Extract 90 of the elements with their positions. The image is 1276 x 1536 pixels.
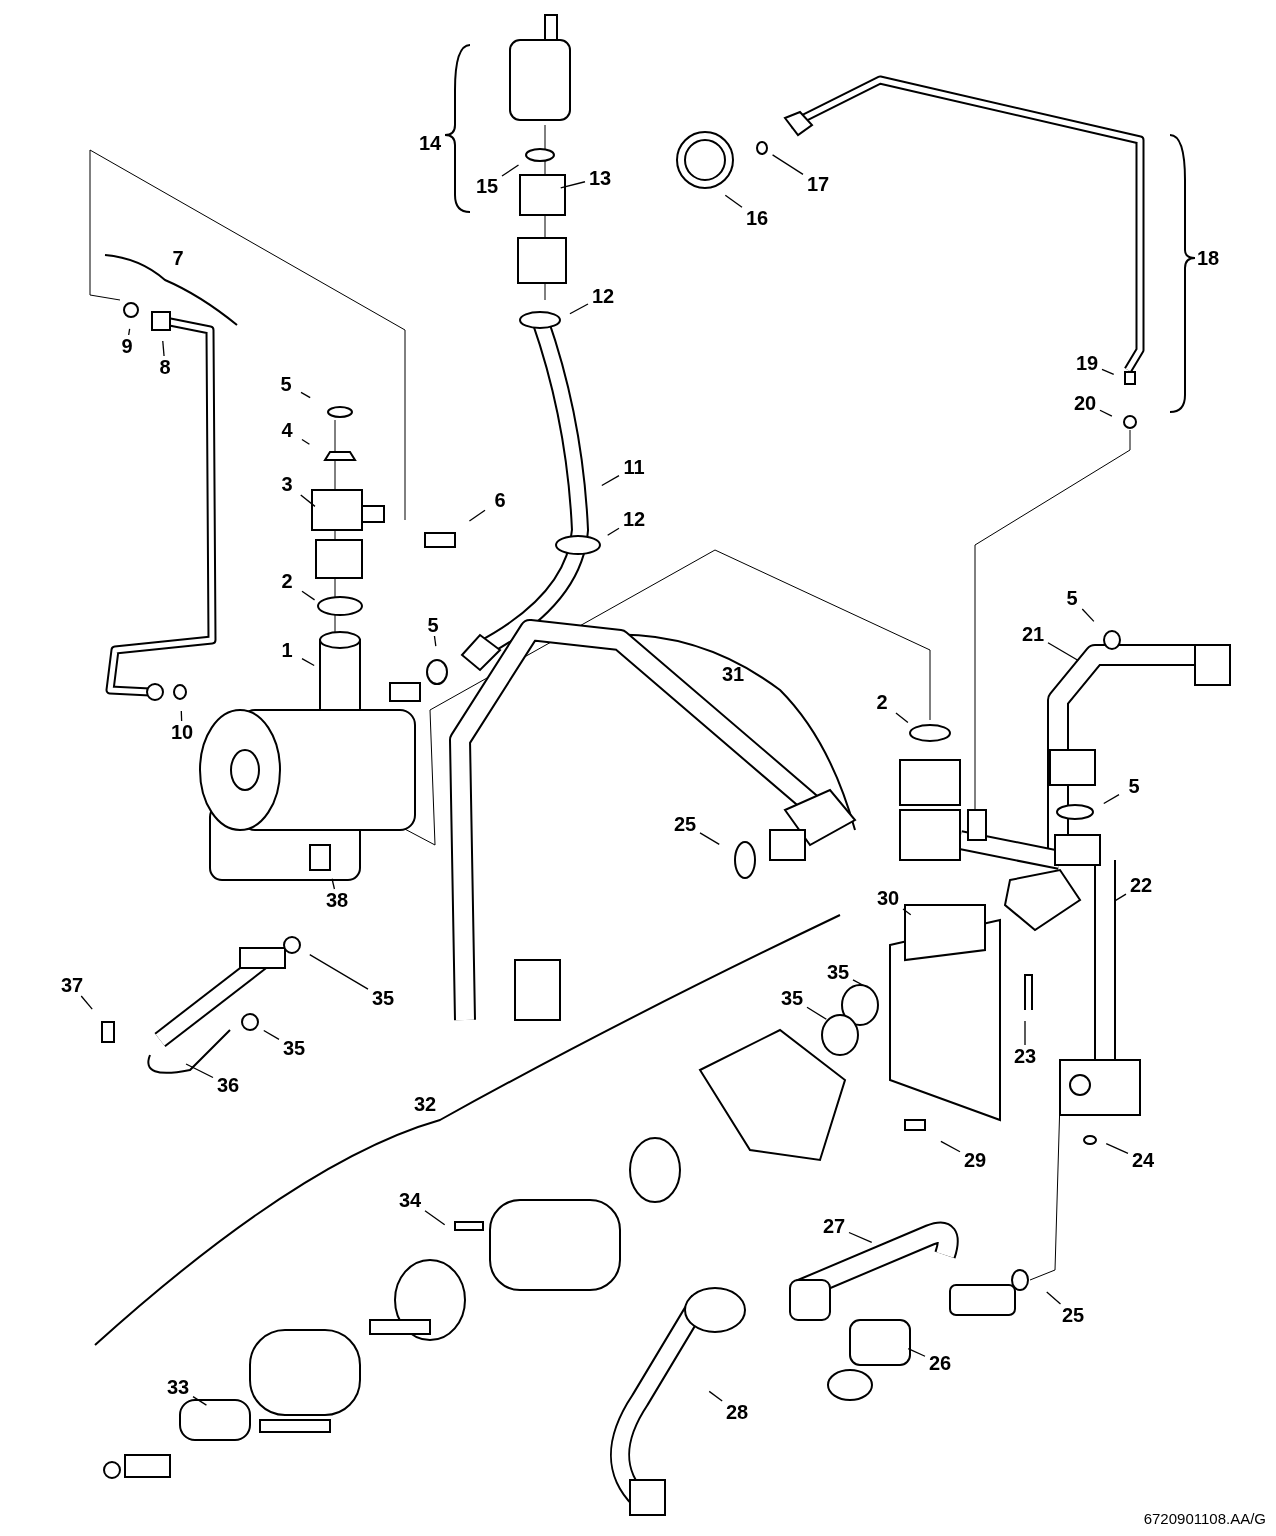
- leader-line: [1101, 368, 1115, 376]
- callout-number: 13: [585, 167, 615, 189]
- callout-number: 25: [1058, 1304, 1088, 1326]
- callout-number: 32: [412, 1093, 438, 1115]
- leader-line: [852, 979, 865, 987]
- callout-number: 5: [1057, 587, 1087, 609]
- callout-number: 18: [1195, 247, 1221, 269]
- leader-line: [560, 181, 586, 189]
- leader-line: [1047, 642, 1079, 662]
- leader-line: [180, 710, 183, 722]
- leader-line: [1081, 608, 1095, 623]
- callout-number: 14: [417, 132, 443, 154]
- callout-number: 29: [960, 1149, 990, 1171]
- leader-line: [300, 391, 311, 399]
- callout-number: 21: [1018, 623, 1048, 645]
- leader-line: [128, 328, 131, 336]
- callout-number: 2: [272, 570, 302, 592]
- leader-line: [80, 995, 93, 1010]
- callout-number: 5: [1119, 775, 1149, 797]
- leader-line: [1024, 1020, 1026, 1046]
- leader-line: [1099, 409, 1113, 417]
- leader-line: [468, 509, 486, 522]
- callout-number: 35: [368, 987, 398, 1009]
- callout-number: 23: [1010, 1045, 1040, 1067]
- callout-number: 1: [272, 639, 302, 661]
- callout-number: 12: [619, 508, 649, 530]
- callout-number: 35: [823, 961, 853, 983]
- leader-line: [331, 878, 336, 890]
- callout-number: 9: [112, 335, 142, 357]
- leader-line: [162, 340, 165, 357]
- callout-number: 22: [1126, 874, 1156, 896]
- leader-line: [300, 494, 316, 508]
- leader-line: [601, 475, 620, 487]
- callout-number: 7: [171, 247, 185, 269]
- leader-line: [848, 1231, 873, 1244]
- leader-line: [902, 908, 912, 916]
- callout-number: 6: [485, 489, 515, 511]
- leader-line: [907, 1348, 926, 1357]
- callout-number: 11: [619, 456, 649, 478]
- callout-number: 34: [395, 1189, 425, 1211]
- callout-number: 38: [322, 889, 352, 911]
- leader-line: [607, 527, 620, 536]
- callout-number: 35: [777, 987, 807, 1009]
- leader-line: [708, 1390, 723, 1402]
- leader-line: [309, 953, 369, 990]
- leader-line: [192, 1395, 208, 1406]
- callout-number: 10: [167, 721, 197, 743]
- callout-number: 17: [803, 173, 833, 195]
- leader-line: [699, 832, 720, 846]
- leader-line: [301, 438, 311, 445]
- callout-number: 4: [272, 419, 302, 441]
- callout-number: 26: [925, 1352, 955, 1374]
- leader-line: [1105, 1143, 1129, 1154]
- callout-number: 35: [279, 1037, 309, 1059]
- callout-number: 20: [1070, 392, 1100, 414]
- callout-number: 31: [720, 663, 746, 685]
- callout-number: 25: [670, 813, 700, 835]
- leader-line: [1103, 794, 1120, 805]
- leader-line: [301, 657, 315, 667]
- leader-line: [771, 154, 804, 176]
- callout-number: 3: [272, 473, 302, 495]
- leader-line: [724, 194, 743, 208]
- callout-number: 12: [588, 285, 618, 307]
- leader-line: [424, 1210, 446, 1226]
- callout-number: 30: [873, 887, 903, 909]
- callout-number: 36: [213, 1074, 243, 1096]
- callout-number: 2: [867, 691, 897, 713]
- callout-number: 19: [1072, 352, 1102, 374]
- leader-line: [301, 590, 316, 601]
- drawing-number: 6720901108.AA/G: [1143, 1510, 1266, 1527]
- leader-line: [569, 303, 589, 315]
- callout-number: 5: [271, 373, 301, 395]
- callout-number: 24: [1128, 1149, 1158, 1171]
- leader-line: [501, 164, 520, 177]
- callout-number: 5: [418, 614, 448, 636]
- leader-line: [806, 1006, 827, 1020]
- callout-number: 8: [150, 356, 180, 378]
- leader-line: [185, 1063, 214, 1079]
- callout-number: 27: [819, 1215, 849, 1237]
- callout-number: 33: [163, 1376, 193, 1398]
- callout-number: 16: [742, 207, 772, 229]
- callout-number: 37: [57, 974, 87, 996]
- leader-line: [1046, 1291, 1062, 1305]
- leader-line: [263, 1029, 280, 1040]
- callout-number: 28: [722, 1401, 752, 1423]
- leader-line: [895, 712, 909, 724]
- leader-line: [1115, 893, 1127, 901]
- leader-line: [940, 1140, 961, 1153]
- callout-number: 15: [472, 175, 502, 197]
- leader-line: [433, 635, 437, 647]
